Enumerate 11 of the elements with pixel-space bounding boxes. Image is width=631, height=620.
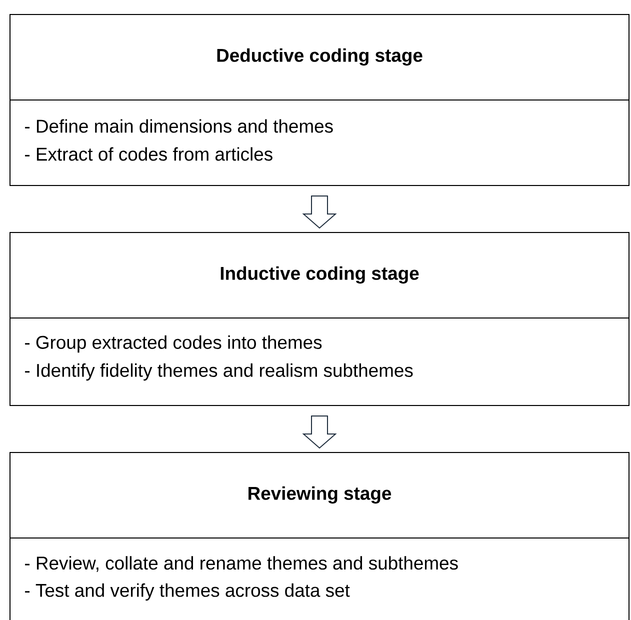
bullet-text: - Define main dimensions and themes (25, 119, 333, 133)
stage-heading: Reviewing stage (248, 486, 392, 504)
bullet-text: - Extract of codes from articles (25, 147, 272, 161)
bullet-text: - Test and verify themes across data set (25, 583, 350, 601)
hollow-arrow (302, 415, 337, 449)
bullet-text: - Identify fidelity themes and realism subthemes (25, 363, 413, 381)
hollow-arrow (302, 195, 337, 229)
bullet-text: - Group extracted codes into themes (25, 335, 322, 353)
stage-heading: Deductive coding stage (217, 48, 422, 66)
bullet-text: - Review, collate and rename themes and subthemes (25, 556, 458, 572)
stage-heading: Inductive coding stage (220, 266, 419, 284)
